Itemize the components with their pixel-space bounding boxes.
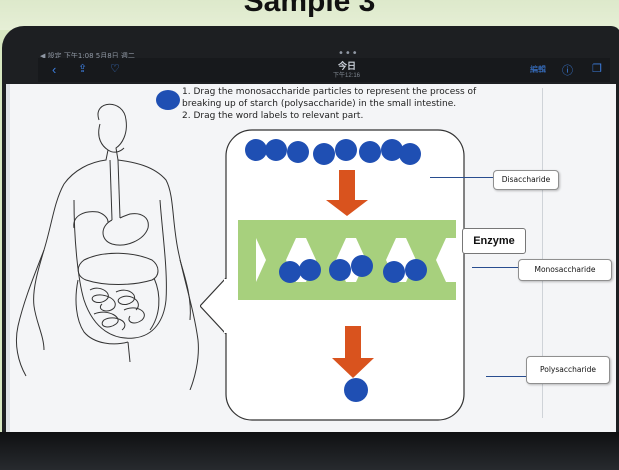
nav-title: 今日 [338, 62, 357, 72]
glucose-particle[interactable] [299, 259, 321, 281]
nav-subtitle: 下午12:16 [333, 73, 361, 79]
instructions: 1. Drag the monosaccharide particles to … [182, 86, 512, 122]
navigation-bar: ‹ ⇪ ♡ 今日 下午12:16 編輯 ⓘ ❐ [38, 58, 610, 82]
edit-button[interactable]: 編輯 [530, 65, 546, 74]
share-icon[interactable]: ⇪ [78, 63, 88, 75]
glucose-particle[interactable] [245, 139, 267, 161]
instruction-line-1: 1. Drag the monosaccharide particles to … [182, 87, 477, 97]
down-arrow-bottom [332, 326, 374, 378]
draggable-monosaccharide-particle[interactable] [156, 90, 180, 110]
monosaccharide-particle[interactable] [344, 378, 368, 402]
glucose-particle[interactable] [399, 143, 421, 165]
digestive-system-diagram [15, 103, 199, 390]
polysaccharide-label[interactable]: Polysaccharide [526, 356, 610, 384]
enzyme-label[interactable]: Enzyme [462, 228, 526, 254]
back-icon[interactable]: ‹ [52, 62, 57, 77]
glucose-particle[interactable] [287, 141, 309, 163]
instruction-line-3: 2. Drag the word labels to relevant part… [182, 111, 364, 121]
glucose-particle[interactable] [279, 261, 301, 283]
starch-breakdown-callout [200, 129, 465, 421]
glucose-particle[interactable] [265, 139, 287, 161]
callout-pointer [200, 276, 227, 336]
heart-icon[interactable]: ♡ [110, 63, 120, 75]
glucose-particle[interactable] [405, 259, 427, 281]
enzyme-shape [238, 220, 456, 300]
monosaccharide-label[interactable]: Monosaccharide [518, 259, 612, 281]
banner-title: Sample 3 [243, 0, 376, 18]
status-text: ◀ 設定 下午1:08 5月8日 週二 [40, 52, 135, 60]
page-margin-line [542, 88, 543, 418]
tablet-bottom-bezel [0, 432, 619, 470]
glucose-particle[interactable] [351, 255, 373, 277]
instruction-line-2: breaking up of starch (polysaccharide) i… [182, 99, 457, 109]
glucose-particle[interactable] [381, 139, 403, 161]
multitask-dots[interactable]: ••• [338, 48, 359, 59]
disaccharide-leader-line [430, 177, 494, 178]
copy-icon[interactable]: ❐ [592, 63, 602, 75]
glucose-particle[interactable] [383, 261, 405, 283]
glucose-particle[interactable] [359, 141, 381, 163]
status-bar: ◀ 設定 下午1:08 5月8日 週二 ••• [40, 48, 600, 62]
glucose-particle[interactable] [313, 143, 335, 165]
disaccharide-particles[interactable] [279, 255, 427, 283]
polysaccharide-chain[interactable] [245, 139, 421, 165]
down-arrow-top [326, 170, 368, 216]
disaccharide-label[interactable]: Disaccharide [493, 170, 559, 190]
glucose-particle[interactable] [329, 259, 351, 281]
monosaccharide-leader-line [472, 267, 518, 268]
polysaccharide-leader-line [486, 376, 526, 377]
slide-banner: Sample 3 [0, 0, 619, 30]
callout-joint [224, 279, 228, 333]
glucose-particle[interactable] [335, 139, 357, 161]
info-icon[interactable]: ⓘ [562, 65, 573, 77]
